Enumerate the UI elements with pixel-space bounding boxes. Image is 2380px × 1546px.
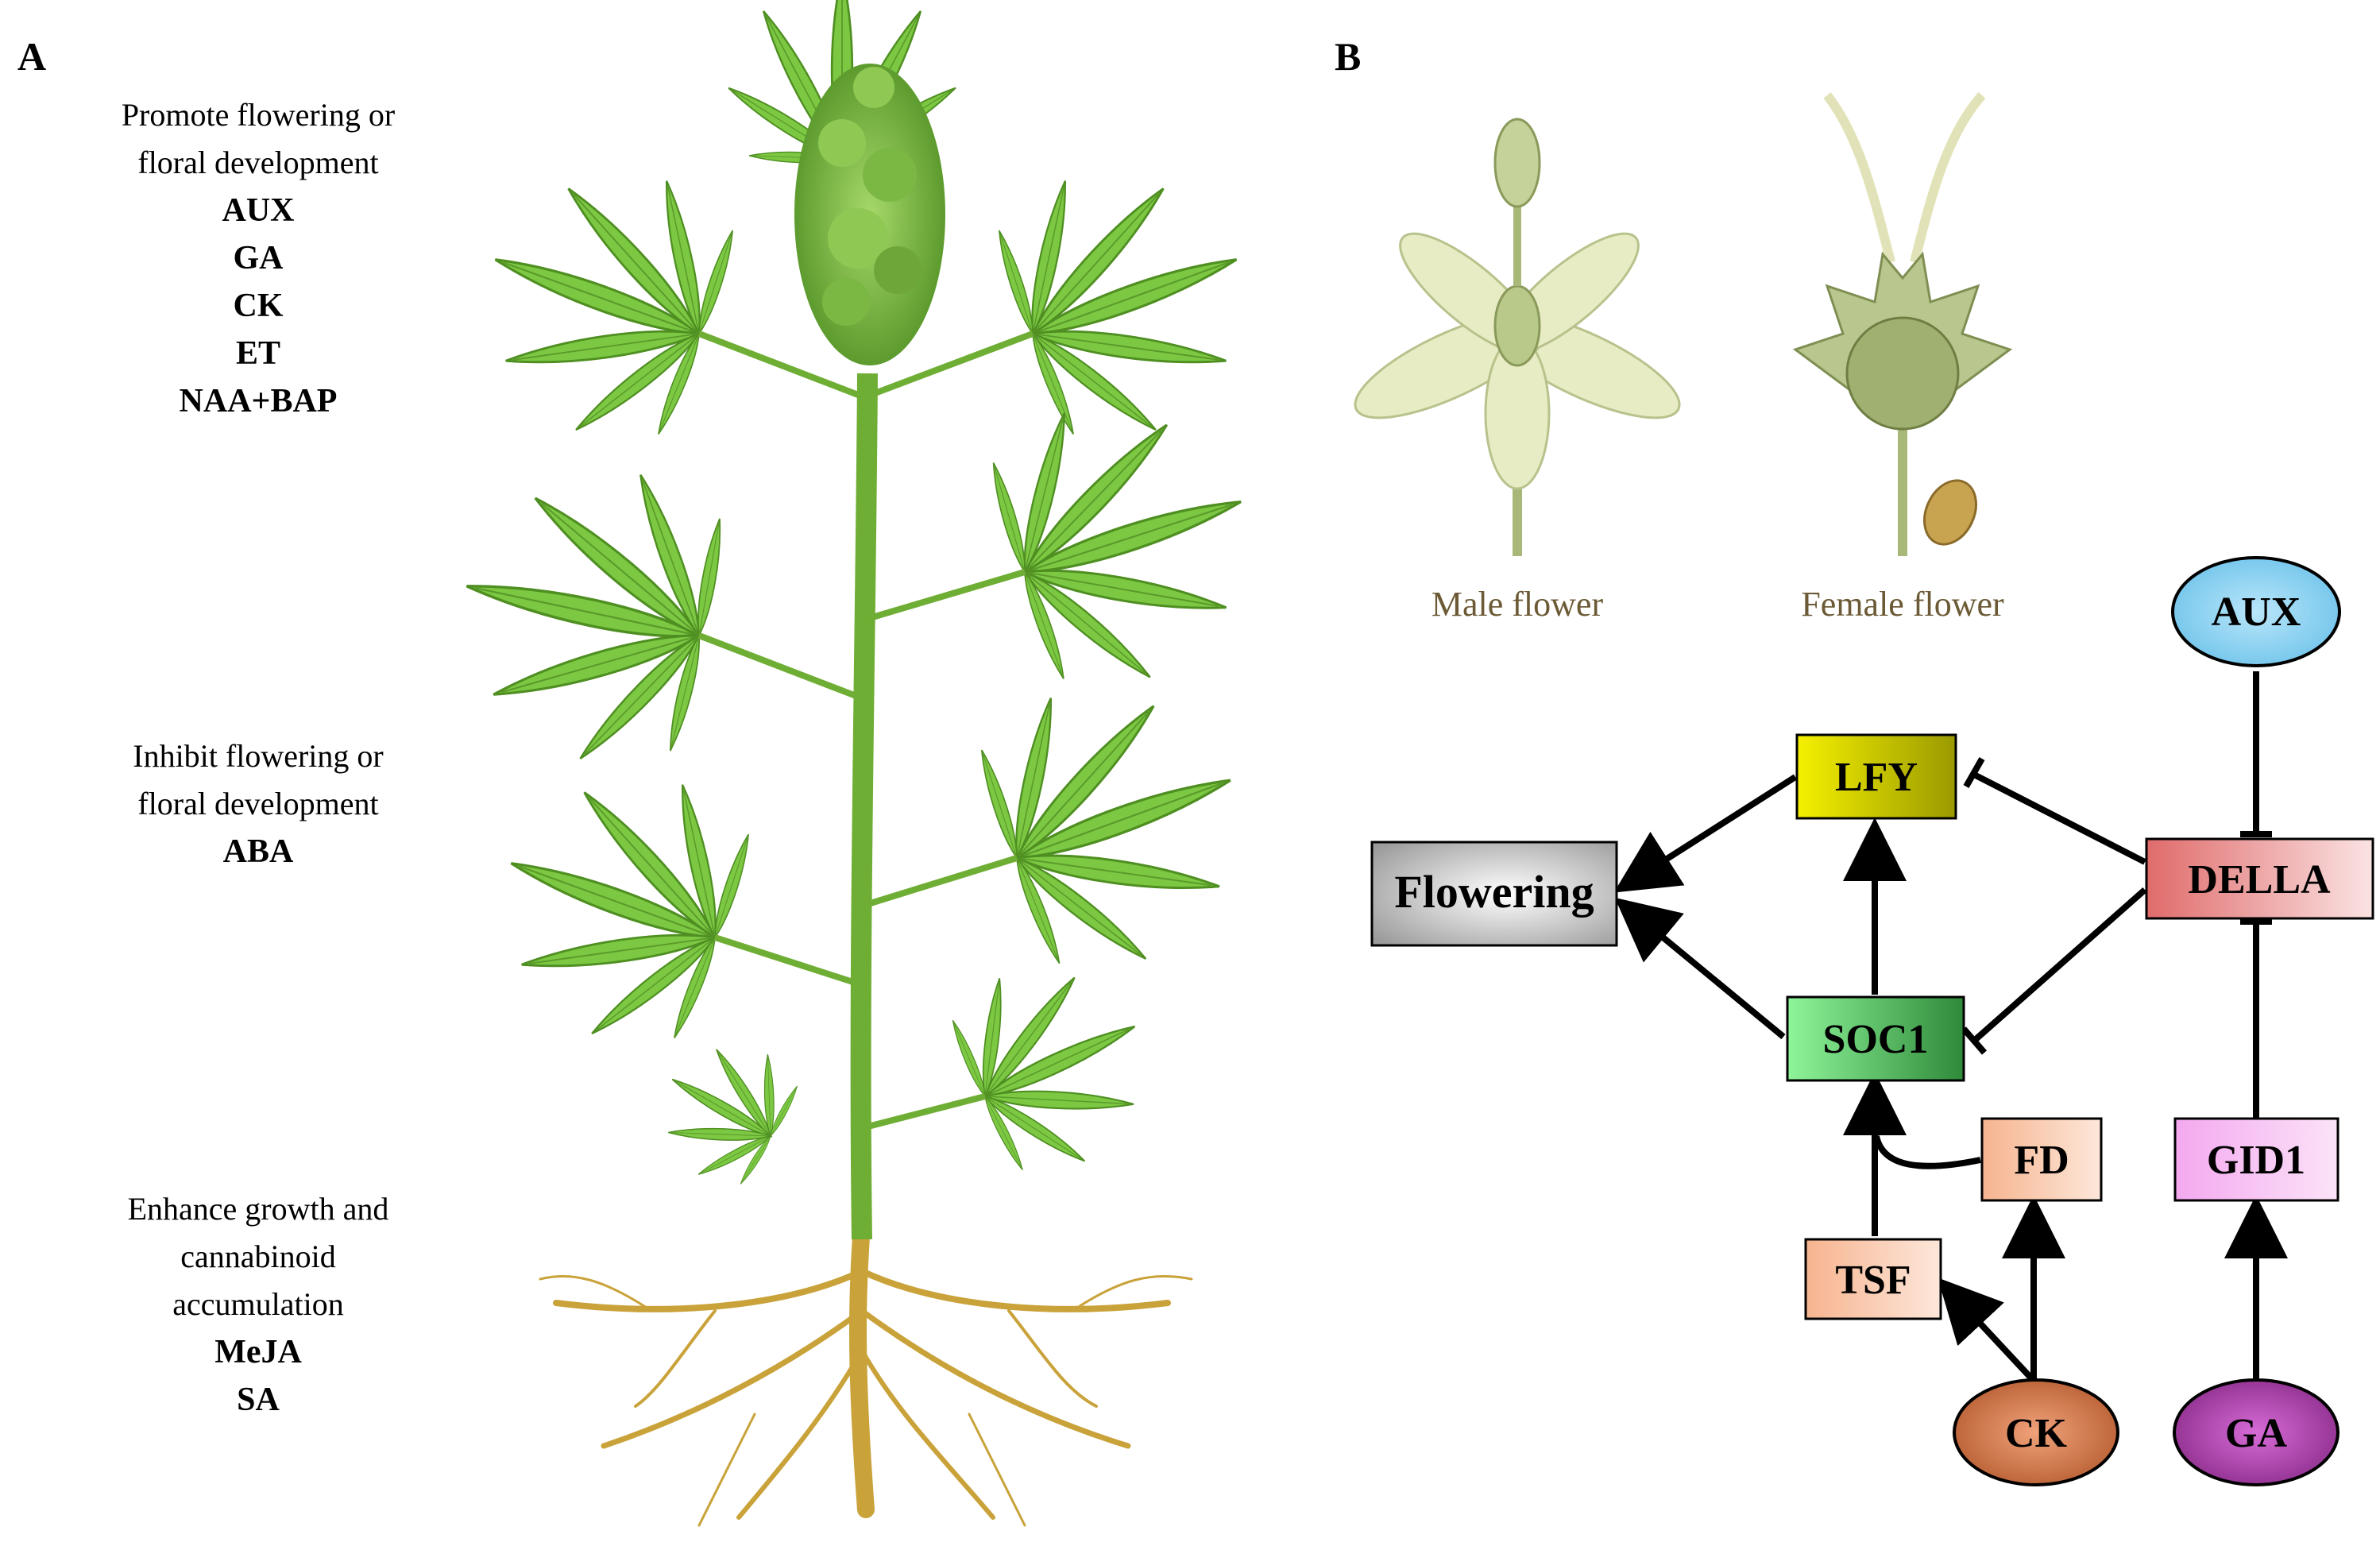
node-soc1: SOC1 — [1786, 995, 1965, 1082]
node-gid1: GID1 — [2173, 1117, 2339, 1202]
enhance-heading-line1: Enhance growth and — [127, 1191, 389, 1227]
inhibit-item-aba: ABA — [222, 833, 294, 870]
node-tsf-label: TSF — [1835, 1258, 1911, 1303]
edge-fd-to-soc1 — [1873, 1134, 1981, 1169]
node-soc1-label: SOC1 — [1823, 1017, 1929, 1062]
female-flower-illustration — [1792, 91, 2013, 556]
node-aux: AUX — [2171, 556, 2341, 667]
inhibit-flowering-list: Inhibit flowering or floral development … — [48, 732, 469, 875]
cannabis-plant-illustration — [435, 0, 1285, 1527]
node-ga: GA — [2173, 1378, 2339, 1486]
node-della-label: DELLA — [2188, 857, 2331, 902]
edge-della-inhibits-soc1 — [1972, 887, 2147, 1043]
node-lfy-label: LFY — [1835, 755, 1918, 800]
enhance-item-sa: SA — [237, 1382, 280, 1418]
inhibit-heading-line1: Inhibit flowering or — [133, 738, 384, 774]
enhance-growth-list: Enhance growth and cannabinoid accumulat… — [48, 1185, 469, 1424]
male-flower-illustration — [1354, 118, 1681, 556]
node-ga-label: GA — [2225, 1411, 2287, 1456]
female-flower-caption: Female flower — [1801, 585, 2004, 624]
panel-label-a: A — [17, 34, 47, 79]
promote-item-naa-bap: NAA+BAP — [179, 383, 338, 419]
edge-soc1-to-flowering — [1614, 897, 1786, 1040]
promote-item-ga: GA — [233, 240, 284, 276]
male-flower-caption: Male flower — [1431, 585, 1604, 624]
main-stem — [850, 373, 878, 1240]
node-gid1-label: GID1 — [2207, 1138, 2305, 1183]
enhance-heading-line2: cannabinoid — [180, 1239, 336, 1274]
promote-item-aux: AUX — [222, 192, 295, 229]
node-ck: CK — [1953, 1378, 2119, 1486]
promote-heading-line1: Promote flowering or — [121, 97, 396, 133]
node-fd-label: FD — [2014, 1138, 2069, 1183]
node-aux-label: AUX — [2212, 589, 2301, 635]
top-bud-illustration — [794, 64, 945, 365]
edge-ck-to-tsf — [1938, 1277, 2036, 1383]
enhance-item-meja: MeJA — [214, 1334, 302, 1370]
node-ck-label: CK — [2005, 1411, 2068, 1456]
node-tsf: TSF — [1804, 1238, 1942, 1320]
node-flowering: Flowering — [1370, 841, 1618, 947]
promote-heading-line2: floral development — [137, 145, 379, 180]
edge-della-inhibits-lfy — [1972, 771, 2146, 865]
enhance-heading-line3: accumulation — [172, 1286, 344, 1322]
edge-lfy-to-flowering — [1613, 774, 1798, 893]
node-lfy: LFY — [1795, 733, 1957, 820]
promote-item-ck: CK — [233, 288, 284, 324]
inhibit-heading-line2: floral development — [137, 786, 379, 821]
panel-label-b: B — [1335, 34, 1362, 79]
roots-illustration — [539, 1215, 1193, 1527]
node-della: DELLA — [2145, 837, 2374, 920]
node-fd: FD — [1980, 1117, 2103, 1202]
node-flowering-label: Flowering — [1394, 866, 1594, 918]
pathway-edges — [1613, 671, 2288, 1383]
promote-flowering-list: Promote flowering or floral development … — [48, 91, 469, 425]
promote-item-et: ET — [235, 335, 281, 372]
